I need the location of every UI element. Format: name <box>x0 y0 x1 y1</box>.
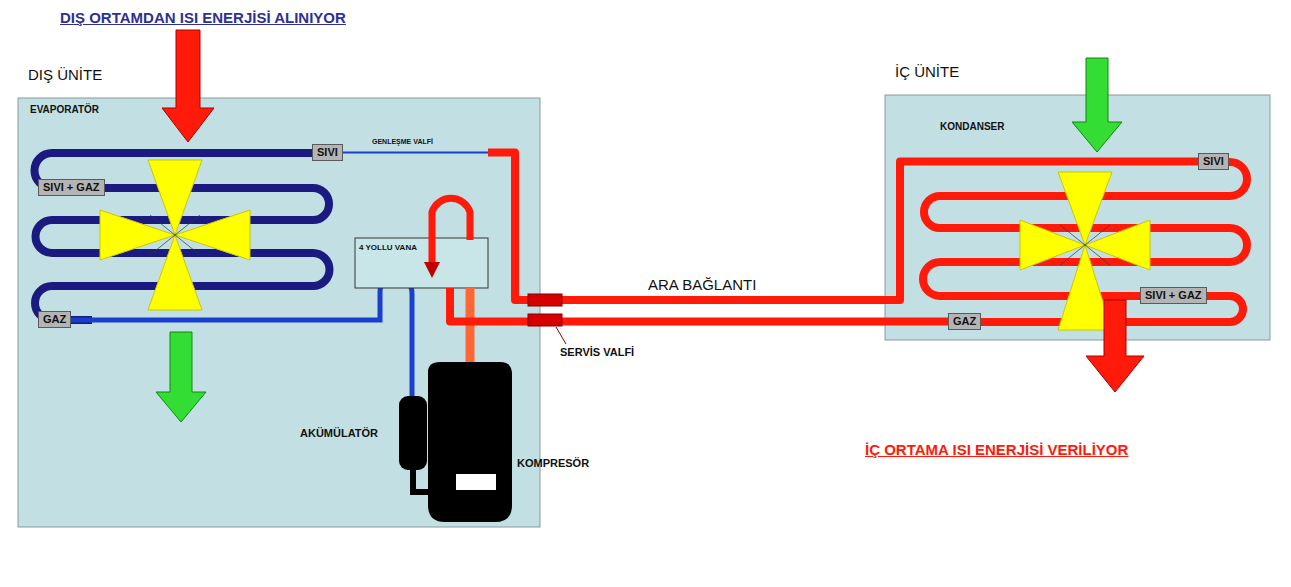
accumulator-link <box>413 468 430 492</box>
four-way-valve: 4 YOLLU VANA <box>355 238 488 288</box>
refrigerant-pipe <box>450 288 948 322</box>
pipe-segment <box>488 153 1198 301</box>
discharge-pipe <box>466 288 475 368</box>
unit-heading: İÇ ÜNİTE <box>895 63 959 80</box>
state-tag: SIVI + GAZ <box>1140 287 1207 304</box>
part-name: AKÜMÜLATÖR <box>300 427 378 439</box>
outdoor-unit: DIŞ ÜNİTESIVISIVI + GAZGAZ4 YOLLU VANA <box>18 98 540 527</box>
state-label: SIVI <box>1203 155 1224 167</box>
pipe-segment <box>343 152 490 154</box>
air-in-arrow <box>1072 58 1122 152</box>
part-name: KOMPRESÖR <box>517 457 589 469</box>
part-name: EVAPORATÖR <box>30 104 99 115</box>
condenser-fan <box>1020 172 1150 330</box>
pipe-segment <box>450 288 948 322</box>
flow-arrowhead <box>424 262 440 278</box>
state-label: GAZ <box>953 315 976 327</box>
heading: İÇ ORTAMA ISI ENERJİSİ VERİLİYOR <box>865 441 1128 458</box>
unit-heading: DIŞ ÜNİTE <box>28 66 102 83</box>
fan-axis-lines <box>1060 225 1110 265</box>
connection-label: ARA BAĞLANTI <box>648 276 756 293</box>
cold-air-out-arrow <box>156 332 206 422</box>
evaporator-fan <box>100 160 250 310</box>
valve-label: 4 YOLLU VANA <box>359 243 417 252</box>
state-tag: GAZ <box>38 311 71 328</box>
state-label: SIVI <box>317 146 338 158</box>
accumulator <box>399 396 427 470</box>
compressor-body <box>428 362 512 522</box>
compressor-plate <box>456 474 496 490</box>
refrigerant-pipe <box>343 153 1198 301</box>
heat-in-arrow <box>162 30 214 142</box>
suction-line <box>60 278 412 400</box>
fan-axis-lines <box>150 215 200 255</box>
part-name: SERVİS VALFİ <box>560 346 634 358</box>
four-way-valve-body <box>355 238 488 288</box>
service-valve-leader <box>556 327 566 344</box>
outdoor-unit-housing <box>18 98 540 527</box>
service-valve <box>528 294 562 306</box>
heading: DIŞ ORTAMDAN ISI ENERJİSİ ALINIYOR <box>60 9 346 26</box>
state-tag: SIVI <box>1198 153 1229 170</box>
part-name: GENLEŞME VALFİ <box>372 138 433 145</box>
heat-out-arrow <box>1086 300 1144 392</box>
service-valve <box>528 314 562 326</box>
part-name: KONDANSER <box>940 121 1004 132</box>
state-tag: GAZ <box>948 313 981 330</box>
state-label: GAZ <box>43 313 66 325</box>
indoor-unit-housing <box>885 95 1270 340</box>
state-label: SIVI + GAZ <box>1145 289 1202 301</box>
state-label: SIVI + GAZ <box>43 181 100 193</box>
discharge-loop <box>432 198 470 266</box>
state-tag: SIVI + GAZ <box>38 179 105 196</box>
evaporator-coil <box>35 153 330 320</box>
state-tag: SIVI <box>312 144 343 161</box>
